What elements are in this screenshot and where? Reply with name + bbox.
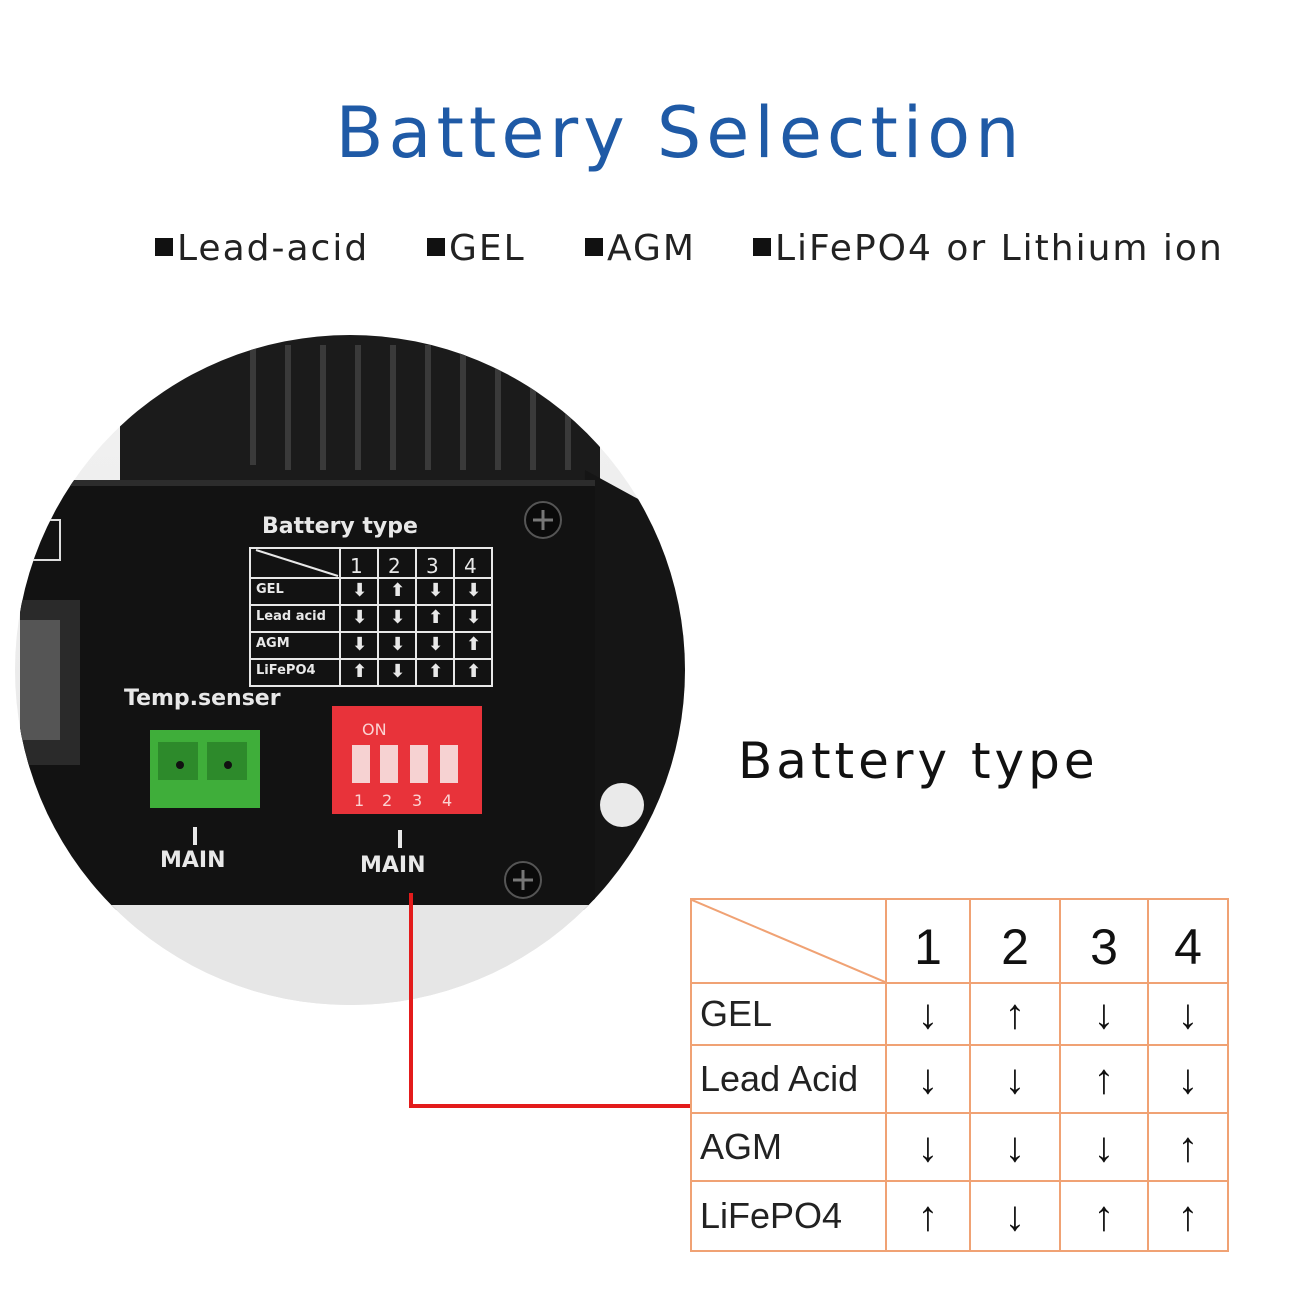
switch-arrow: ↑: [1059, 1180, 1149, 1252]
square-bullet-icon: [585, 238, 603, 256]
switch-arrow: ↓: [969, 1112, 1061, 1182]
square-bullet-icon: [155, 238, 173, 256]
switch-arrow: ↑: [1147, 1180, 1229, 1252]
switch-arrow: ↑: [969, 982, 1061, 1046]
panel-up-arrow-icon: ⬆: [466, 634, 482, 655]
battery-type-agm: AGM: [585, 228, 696, 269]
column-2: 2: [969, 898, 1061, 984]
panel-col-4: 4: [464, 554, 477, 578]
panel-up-arrow-icon: ⬆: [428, 661, 444, 682]
table-corner: [690, 898, 887, 984]
leader-line-vertical: [409, 893, 413, 1108]
panel-down-arrow-icon: ⬇: [390, 661, 406, 682]
dip-number-2: 2: [382, 791, 393, 810]
panel-down-arrow-icon: ⬇: [352, 580, 368, 601]
table-row: LiFePO4 ↑ ↓ ↑ ↑: [690, 1180, 1229, 1252]
panel-col-1: 1: [350, 554, 363, 578]
column-4: 4: [1147, 898, 1229, 984]
panel-down-arrow-icon: ⬇: [466, 580, 482, 601]
panel-down-arrow-icon: ⬇: [428, 634, 444, 655]
row-label-gel: GEL: [690, 982, 887, 1046]
dip-number-4: 4: [442, 791, 453, 810]
panel-row-gel: GEL: [256, 582, 284, 597]
dip-number-3: 3: [412, 791, 423, 810]
square-bullet-icon: [753, 238, 771, 256]
switch-arrow: ↓: [1147, 982, 1229, 1046]
panel-up-arrow-icon: ⬆: [352, 661, 368, 682]
switch-arrow: ↑: [885, 1180, 971, 1252]
table-row: GEL ↓ ↑ ↓ ↓: [690, 982, 1229, 1046]
switch-arrow: ↑: [1059, 1044, 1149, 1114]
panel-row-lifepo4: LiFePO4: [256, 663, 316, 678]
panel-col-2: 2: [388, 554, 401, 578]
page-title: Battery Selection: [335, 92, 1025, 174]
panel-up-arrow-icon: ⬆: [390, 580, 406, 601]
panel-down-arrow-icon: ⬇: [428, 580, 444, 601]
panel-down-arrow-icon: ⬇: [390, 634, 406, 655]
panel-row-lead-acid: Lead acid: [256, 609, 326, 624]
row-label-lead-acid: Lead Acid: [690, 1044, 887, 1114]
table-row: Lead Acid ↓ ↓ ↑ ↓: [690, 1044, 1229, 1114]
battery-type-gel: GEL: [427, 228, 526, 269]
panel-down-arrow-icon: ⬇: [352, 607, 368, 628]
panel-down-arrow-icon: ⬇: [466, 607, 482, 628]
square-bullet-icon: [427, 238, 445, 256]
panel-up-arrow-icon: ⬆: [466, 661, 482, 682]
column-1: 1: [885, 898, 971, 984]
switch-arrow: ↓: [885, 982, 971, 1046]
dip-number-1: 1: [354, 791, 365, 810]
leader-line-horizontal: [409, 1104, 692, 1108]
panel-down-arrow-icon: ⬇: [352, 634, 368, 655]
battery-type-lifepo4: LiFePO4 or Lithium ion: [753, 228, 1224, 269]
table-row: AGM ↓ ↓ ↓ ↑: [690, 1112, 1229, 1182]
corner-diagonal: [692, 900, 885, 982]
switch-arrow: ↓: [1147, 1044, 1229, 1114]
switch-arrow: ↓: [1059, 1112, 1149, 1182]
row-label-agm: AGM: [690, 1112, 887, 1182]
main-label-right: MAIN: [360, 853, 426, 878]
panel-col-3: 3: [426, 554, 439, 578]
panel-up-arrow-icon: ⬆: [428, 607, 444, 628]
column-3: 3: [1059, 898, 1149, 984]
panel-row-agm: AGM: [256, 636, 290, 651]
switch-arrow: ↓: [885, 1112, 971, 1182]
panel-title: Battery type: [262, 514, 418, 539]
switch-arrow: ↓: [969, 1180, 1061, 1252]
switch-arrow: ↓: [1059, 982, 1149, 1046]
temp-sensor-label: Temp.senser: [124, 686, 281, 711]
row-label-lifepo4: LiFePO4: [690, 1180, 887, 1252]
switch-arrow: ↓: [885, 1044, 971, 1114]
switch-arrow: ↓: [969, 1044, 1061, 1114]
panel-down-arrow-icon: ⬇: [390, 607, 406, 628]
section-heading: Battery type: [738, 732, 1099, 790]
switch-table: 1 2 3 4 GEL ↓ ↑ ↓ ↓ Lead Acid ↓ ↓ ↑ ↓ AG…: [690, 898, 1229, 1252]
dip-on-label: ON: [362, 720, 387, 739]
main-label-left: MAIN: [160, 848, 226, 873]
switch-arrow: ↑: [1147, 1112, 1229, 1182]
heatsink-fins: [120, 335, 600, 480]
battery-type-lead-acid: Lead-acid: [155, 228, 369, 269]
